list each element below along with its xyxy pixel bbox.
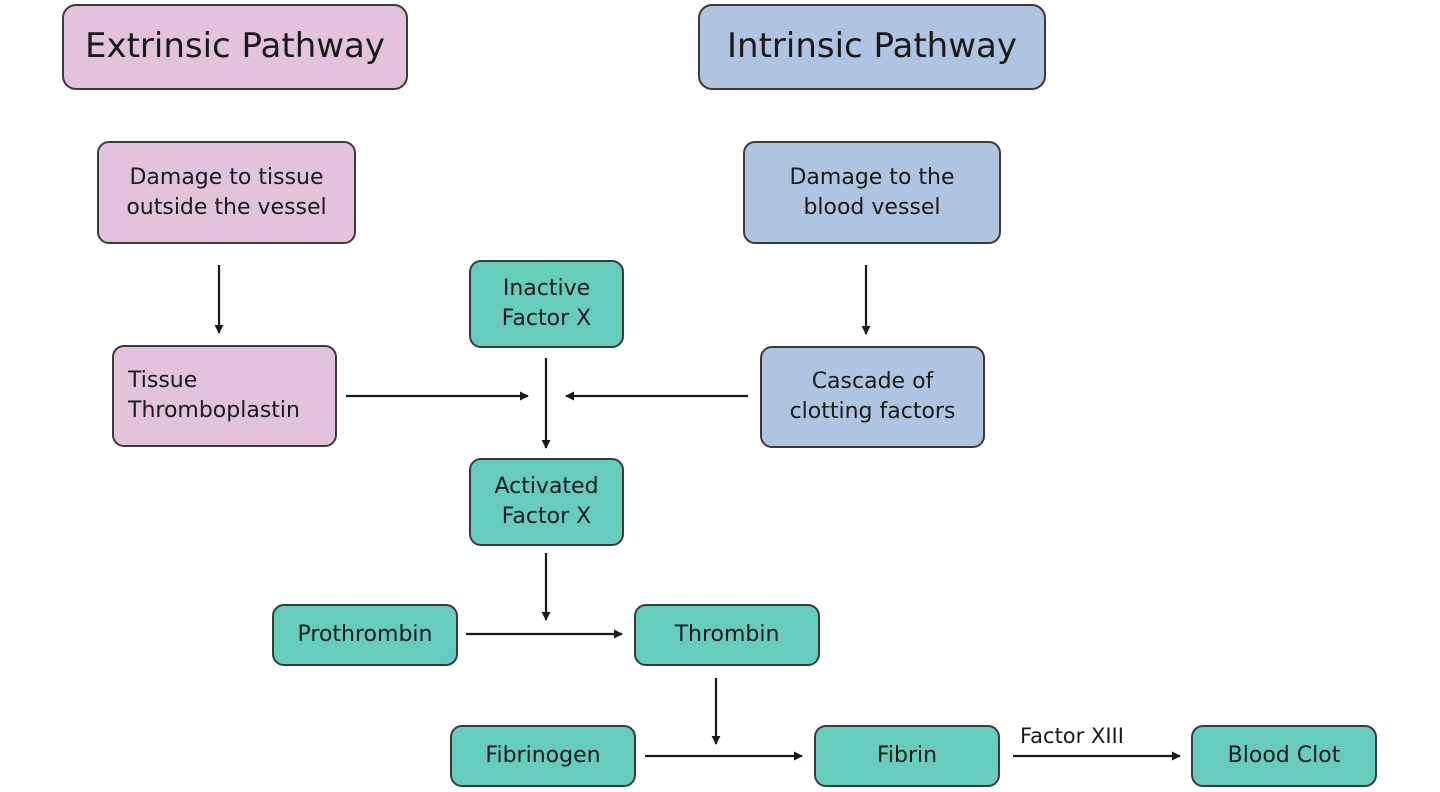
fibrin-node: Fibrin — [814, 725, 1000, 787]
fibrinogen-label: Fibrinogen — [485, 743, 601, 769]
damage-to-tissue-node: Damage to tissue outside the vessel — [97, 141, 356, 244]
prothrombin-label: Prothrombin — [297, 622, 433, 648]
inactive-factor-x-node: Inactive Factor X — [469, 260, 624, 348]
prothrombin-node: Prothrombin — [272, 604, 458, 666]
activated-factor-x-label: Activated Factor X — [494, 474, 599, 529]
intrinsic-pathway-header: Intrinsic Pathway — [698, 4, 1046, 90]
blood-clot-node: Blood Clot — [1191, 725, 1377, 787]
cascade-label: Cascade of clotting factors — [789, 369, 956, 424]
tissue-thromboplastin-node: Tissue Thromboplastin — [112, 345, 337, 447]
fibrinogen-node: Fibrinogen — [450, 725, 636, 787]
damage-to-vessel-node: Damage to the blood vessel — [743, 141, 1001, 244]
factor-xiii-label: Factor XIII — [1020, 724, 1124, 748]
extrinsic-pathway-header: Extrinsic Pathway — [62, 4, 408, 90]
tissue-thromboplastin-label: Tissue Thromboplastin — [128, 368, 300, 423]
intrinsic-pathway-header-label: Intrinsic Pathway — [727, 26, 1017, 67]
thrombin-node: Thrombin — [634, 604, 820, 666]
inactive-factor-x-label: Inactive Factor X — [501, 276, 592, 331]
damage-to-tissue-label: Damage to tissue outside the vessel — [126, 164, 327, 220]
fibrin-label: Fibrin — [876, 743, 938, 769]
extrinsic-pathway-header-label: Extrinsic Pathway — [84, 26, 386, 67]
blood-clot-label: Blood Clot — [1227, 743, 1341, 769]
activated-factor-x-node: Activated Factor X — [469, 458, 624, 546]
thrombin-label: Thrombin — [674, 622, 780, 648]
cascade-node: Cascade of clotting factors — [760, 346, 985, 448]
damage-to-vessel-label: Damage to the blood vessel — [789, 164, 955, 220]
